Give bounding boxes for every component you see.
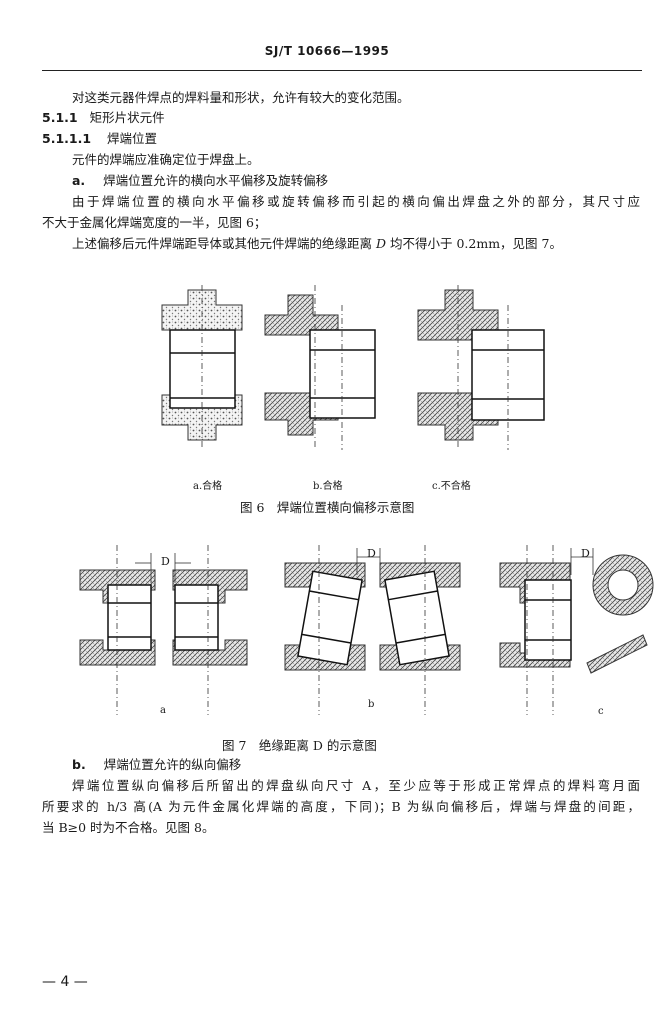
page-number: — 4 — — [42, 974, 88, 990]
section-title: 矩形片状元件 — [89, 110, 165, 125]
figure-6-caption: 图 6 焊端位置横向偏移示意图 — [240, 500, 415, 515]
figure-6b-label: b.合格 — [313, 481, 343, 492]
figure-6c — [417, 285, 545, 450]
figure-7b — [284, 545, 461, 715]
figure-6-drawing — [161, 285, 545, 450]
text-run: 上述偏移后元件焊端距导体或其他元件焊端的绝缘距离 — [72, 236, 376, 251]
item-b-heading: b. 焊端位置允许的纵向偏移 — [72, 757, 241, 773]
item-label: a. — [72, 173, 86, 188]
paragraph-line: 元件的焊端应准确定位于焊盘上。 — [72, 152, 260, 167]
figure-7c-D-label: D — [581, 547, 590, 560]
figure-6a — [161, 285, 243, 450]
paragraph-line: 由于焊端位置的横向水平偏移或旋转偏移而引起的横向偏出焊盘之外的部分，其尺寸应 — [72, 194, 640, 209]
figure-7b-label: b — [368, 699, 375, 710]
item-title: 焊端位置允许的纵向偏移 — [103, 757, 242, 772]
figure-6a-label: a.合格 — [193, 481, 223, 492]
document-header: SJ/T 10666—1995 — [264, 44, 390, 58]
item-title: 焊端位置允许的横向水平偏移及旋转偏移 — [103, 173, 329, 188]
header-rule — [42, 70, 642, 71]
figure-7-caption: 图 7 绝缘距离 D 的示意图 — [222, 738, 377, 753]
figure-6c-label: c.不合格 — [432, 481, 471, 492]
text-run: 均不得小于 0.2mm，见图 7。 — [386, 236, 562, 251]
section-number: 5.1.1 — [42, 110, 78, 125]
section-number: 5.1.1.1 — [42, 131, 92, 146]
paragraph-line: 所要求的 h/3 高(A 为元件金属化焊端的高度，下同)；B 为纵向偏移后，焊端… — [42, 799, 640, 814]
figure-7b-D-label: D — [367, 547, 376, 560]
figure-7a-D-label: D — [161, 555, 170, 568]
paragraph-line: 焊端位置纵向偏移后所留出的焊盘纵向尺寸 A，至少应等于形成正常焊点的焊料弯月面 — [72, 778, 640, 793]
figure-7-drawing — [79, 545, 654, 715]
figure-7c — [499, 545, 654, 715]
figure-7a — [79, 545, 248, 715]
item-a-heading: a. 焊端位置允许的横向水平偏移及旋转偏移 — [72, 173, 328, 189]
paragraph-line: 上述偏移后元件焊端距导体或其他元件焊端的绝缘距离 D 均不得小于 0.2mm，见… — [72, 236, 562, 252]
section-heading-5-1-1-1: 5.1.1.1 焊端位置 — [42, 131, 157, 147]
section-title: 焊端位置 — [107, 131, 158, 146]
figure-7a-label: a — [160, 705, 166, 716]
figure-7c-label: c — [598, 706, 604, 717]
section-heading-5-1-1: 5.1.1 矩形片状元件 — [42, 110, 165, 126]
item-label: b. — [72, 757, 86, 772]
paragraph-line: 对这类元器件焊点的焊料量和形状，允许有较大的变化范围。 — [72, 90, 410, 105]
symbol-D: D — [375, 236, 387, 251]
figure-6b — [264, 285, 376, 450]
paragraph-line: 不大于金属化焊端宽度的一半，见图 6； — [42, 215, 267, 230]
paragraph-line: 当 B≥0 时为不合格。见图 8。 — [42, 820, 215, 835]
